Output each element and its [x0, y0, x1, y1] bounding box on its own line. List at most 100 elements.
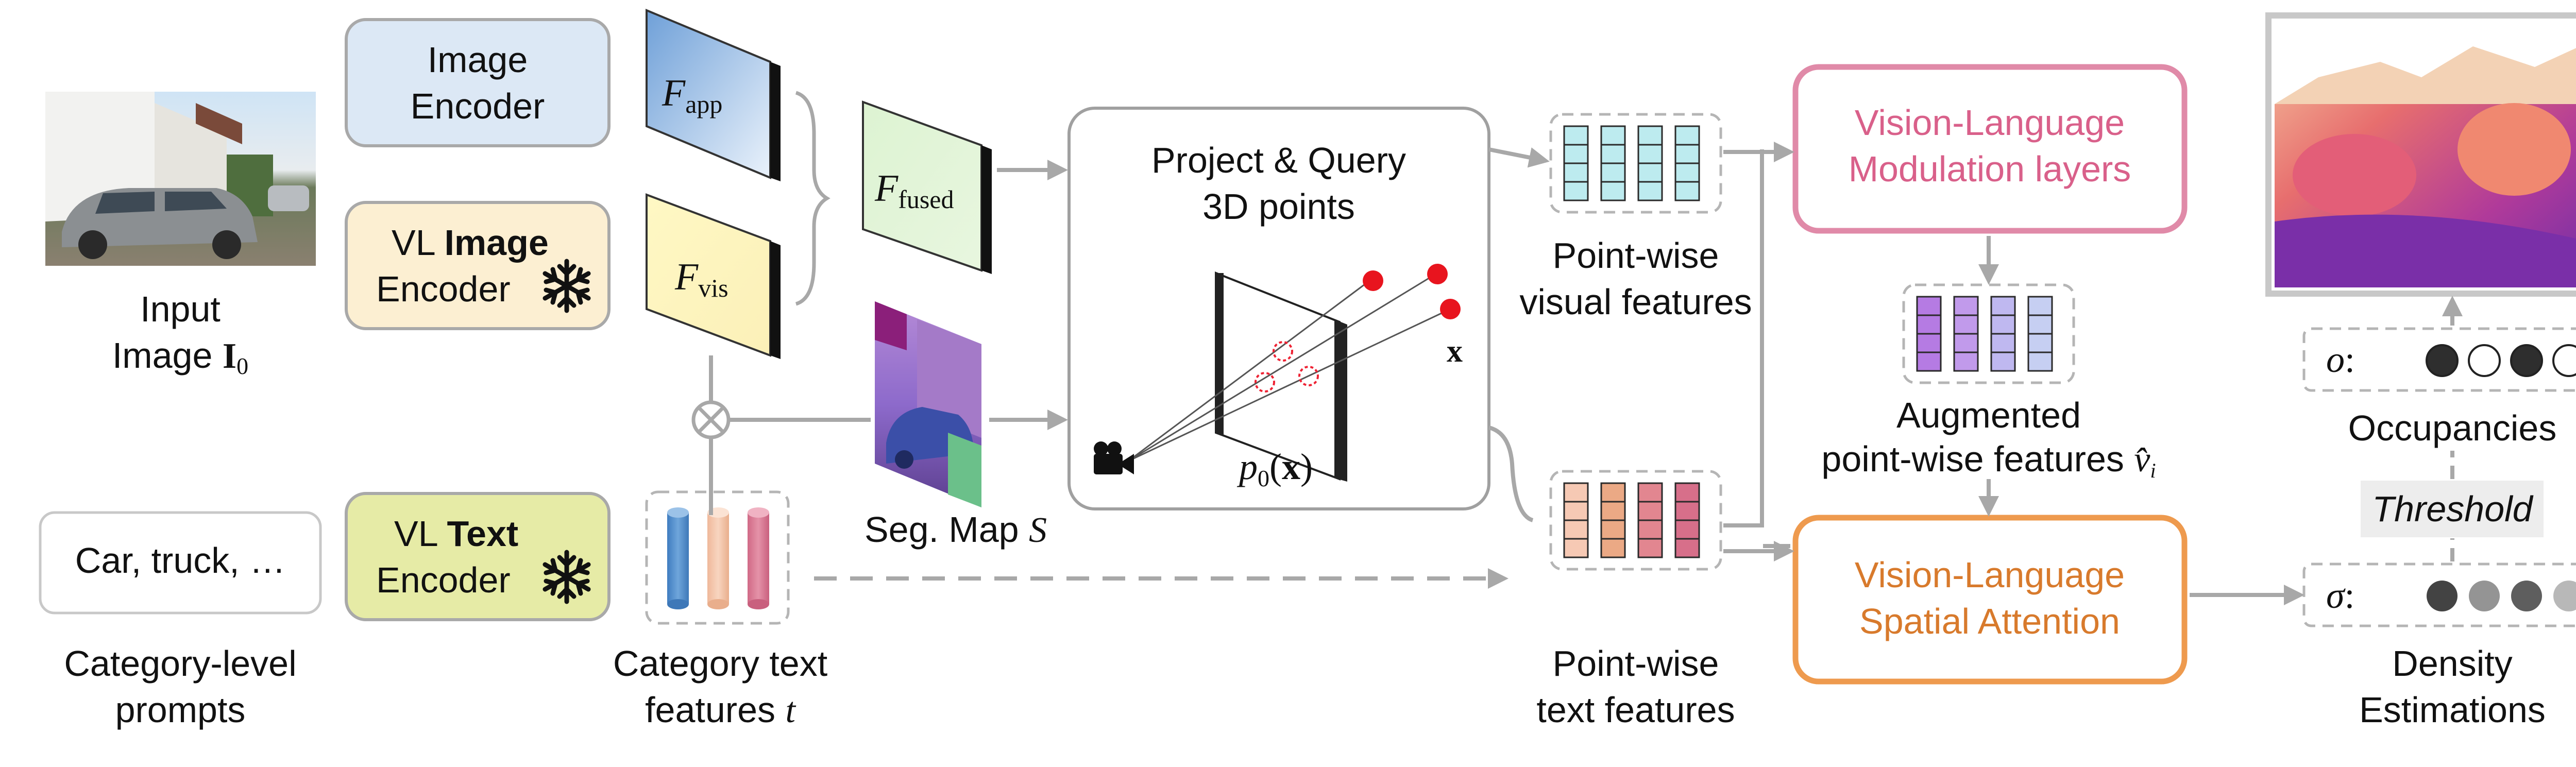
- text-feature-cell: [1674, 538, 1700, 558]
- input-label-line2: Image I0: [112, 335, 248, 379]
- visual-feature-column: [1563, 125, 1589, 201]
- modulation-line2: Modulation layers: [1849, 149, 2131, 189]
- visual-feature-cell: [1563, 162, 1589, 183]
- vl-image-encoder-line1: VL Image: [392, 223, 549, 263]
- augmented-feature-cell: [1990, 314, 2016, 335]
- connectors: [709, 142, 2463, 605]
- occupancy-symbol: o:: [2326, 339, 2355, 380]
- visual-feature-cell: [1674, 181, 1700, 201]
- augmented-feature-column: [2027, 296, 2053, 372]
- project-title-line1: Project & Query: [1151, 140, 1406, 180]
- camera-frustum: [1128, 264, 1461, 482]
- occupancy-render: [2275, 22, 2576, 287]
- augmented-feature-cell: [1916, 333, 1942, 353]
- prompts-label-line1: Category-level: [64, 643, 296, 684]
- density-label-line1: Density: [2392, 643, 2512, 684]
- threshold-box: [2361, 481, 2544, 537]
- image-encoder-box: [345, 18, 611, 147]
- text-feature-column: [1600, 482, 1626, 558]
- density-circle: [2511, 581, 2542, 611]
- occupancy-circle: [2426, 344, 2459, 377]
- augmented-feature-column: [1990, 296, 2016, 372]
- text-feature-cell: [1637, 482, 1663, 503]
- occupancy-circles: [2426, 344, 2576, 377]
- density-circle: [2469, 581, 2500, 611]
- image-encoder-line2: Encoder: [411, 86, 545, 126]
- pointwise-text-cells: [1563, 482, 1700, 558]
- multiply-operator: [691, 400, 731, 439]
- vl-text-encoder-line1: VL Text: [394, 514, 518, 554]
- augmented-feature-cell: [1953, 314, 1979, 335]
- augmented-feature-cell: [1916, 314, 1942, 335]
- augmented-feature-column: [1916, 296, 1942, 372]
- snowflake-icon: [543, 259, 591, 313]
- augmented-feature-cell: [1990, 296, 2016, 316]
- density-label-line2: Estimations: [2359, 690, 2546, 730]
- seg-map: [875, 301, 981, 507]
- text-features-label-line2: features t: [645, 690, 796, 730]
- text-feature-column: [1637, 482, 1663, 558]
- augmented-feature-cell: [1990, 351, 2016, 372]
- vl-image-encoder-line2: Encoder: [376, 269, 511, 309]
- augmented-feature-cell: [2027, 296, 2053, 316]
- density-circle: [2427, 581, 2458, 611]
- augmented-feature-cell: [2027, 333, 2053, 353]
- augmented-feature-cell: [1916, 351, 1942, 372]
- augmented-feature-column: [1953, 296, 1979, 372]
- augmented-label-line1: Augmented: [1896, 395, 2081, 435]
- text-feature-cell: [1674, 501, 1700, 521]
- spatial-line1: Vision-Language: [1855, 555, 2125, 595]
- pointwise-text-label-line1: Point-wise: [1553, 643, 1719, 684]
- spatial-line2: Spatial Attention: [1859, 601, 2120, 641]
- prompts-box[interactable]: [39, 511, 322, 615]
- text-feature-cell: [1637, 501, 1663, 521]
- cylinder-blue: [667, 507, 689, 609]
- seg-map-label: Seg. Map S: [865, 509, 1047, 550]
- density-circle: [2553, 581, 2576, 611]
- occupancy-circle: [2510, 344, 2543, 377]
- brace-project-to-text: [1488, 425, 1534, 522]
- augmented-feature-cell: [1953, 333, 1979, 353]
- visual-feature-cell: [1637, 162, 1663, 183]
- text-feature-column: [1674, 482, 1700, 558]
- visual-feature-cell: [1600, 181, 1626, 201]
- f-app-panel: [646, 9, 781, 181]
- occupancy-circle: [2468, 344, 2501, 377]
- project-title-line2: 3D points: [1202, 186, 1355, 227]
- text-feature-cell: [1637, 519, 1663, 540]
- visual-feature-cell: [1637, 125, 1663, 146]
- f-vis-label: Fvis: [674, 256, 728, 302]
- f-app-label: Fapp: [662, 72, 722, 118]
- input-label-line1: Input: [140, 289, 221, 329]
- pointwise-text-label-line2: text features: [1536, 690, 1735, 730]
- snowflake-icon: [543, 550, 591, 604]
- text-features-label-line1: Category text: [613, 643, 827, 684]
- cylinder-pink: [748, 507, 769, 609]
- vl-text-encoder-box: [345, 492, 611, 621]
- visual-feature-cell: [1637, 181, 1663, 201]
- text-feature-cell: [1600, 482, 1626, 503]
- augmented-feature-cell: [2027, 314, 2053, 335]
- text-feature-cell: [1674, 519, 1700, 540]
- camera-icon: [1094, 441, 1134, 474]
- text-feature-cell: [1674, 482, 1700, 503]
- visual-feature-cell: [1563, 144, 1589, 164]
- merge-brace: [795, 91, 831, 306]
- augmented-feature-cell: [1953, 351, 1979, 372]
- modulation-layers-box: [1792, 64, 2188, 234]
- occupancy-label: Occupancies: [2348, 408, 2557, 448]
- f-fused-panel: [862, 100, 992, 274]
- visual-feature-cell: [1563, 181, 1589, 201]
- augmented-cells: [1916, 296, 2053, 372]
- visual-feature-cell: [1600, 125, 1626, 146]
- visual-feature-cell: [1674, 144, 1700, 164]
- text-feature-cell: [1563, 501, 1589, 521]
- prompts-box-text: Car, truck, …: [75, 540, 285, 581]
- augmented-feature-cell: [1953, 296, 1979, 316]
- spatial-attention-box: [1792, 515, 2188, 685]
- visual-feature-cell: [1600, 144, 1626, 164]
- text-feature-column: [1563, 482, 1589, 558]
- text-feature-cell: [1563, 519, 1589, 540]
- modulation-line1: Vision-Language: [1855, 103, 2125, 143]
